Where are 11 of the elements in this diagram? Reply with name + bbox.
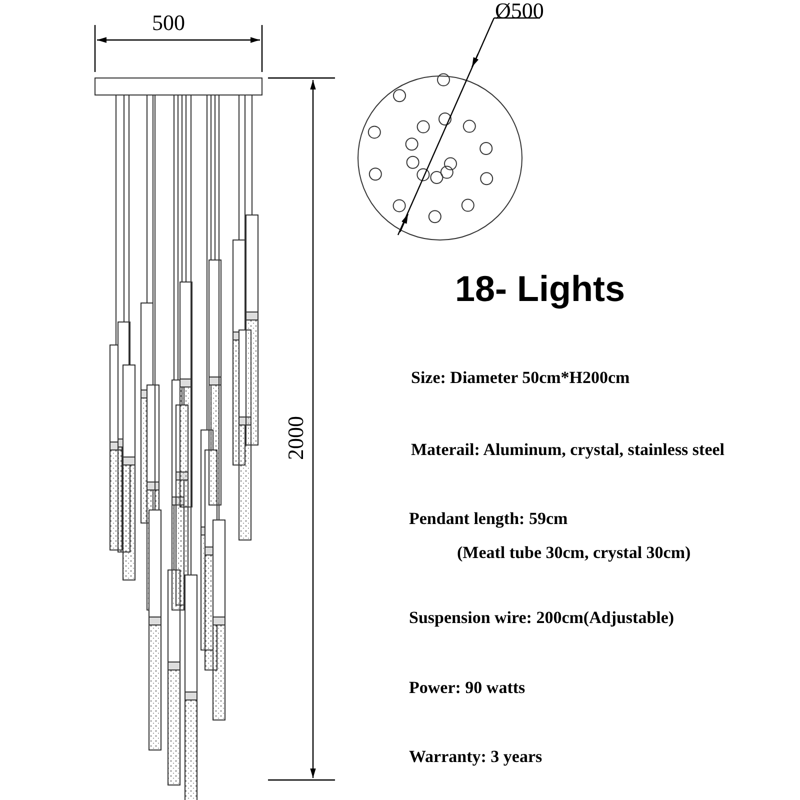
spec-text: Materail: Aluminum, crystal, stainless steel: [411, 440, 725, 460]
spec-text: Power: 90 watts: [409, 678, 526, 698]
dimension-label: 500: [152, 10, 185, 36]
spec-text: Suspension wire: 200cm(Adjustable): [409, 608, 674, 628]
heading: 18- Lights: [455, 268, 626, 310]
spec-text: (Meatl tube 30cm, crystal 30cm): [457, 543, 691, 563]
dimension-label: 2000: [283, 416, 309, 460]
spec-text: Size: Diameter 50cm*H200cm: [411, 368, 630, 388]
dimension-label: Ø500: [495, 0, 544, 24]
spec-text: Warranty: 3 years: [409, 747, 542, 767]
spec-text: Pendant length: 59cm: [409, 509, 568, 529]
